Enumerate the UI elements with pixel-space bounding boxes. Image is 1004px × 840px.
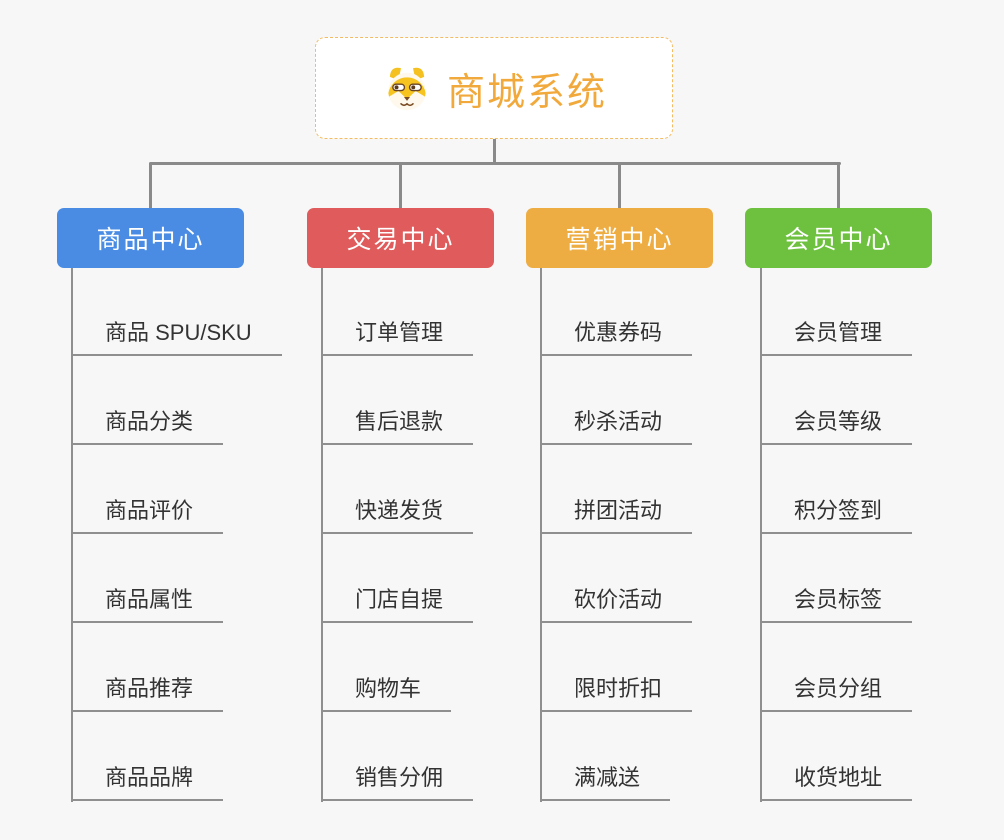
leaf-node[interactable]: 商品品牌 bbox=[71, 763, 224, 801]
branch-node-marketing[interactable]: 营销中心 bbox=[526, 208, 713, 268]
connector-stub-marketing bbox=[618, 163, 621, 208]
leaf-node[interactable]: 购物车 bbox=[321, 674, 452, 712]
leaf-node[interactable]: 优惠券码 bbox=[540, 318, 693, 356]
leaf-node[interactable]: 商品评价 bbox=[71, 496, 224, 534]
leaf-node[interactable]: 订单管理 bbox=[321, 318, 474, 356]
connector-column-member bbox=[760, 268, 762, 802]
leaf-node[interactable]: 商品分类 bbox=[71, 407, 224, 445]
branch-node-trade[interactable]: 交易中心 bbox=[307, 208, 494, 268]
leaf-node[interactable]: 会员分组 bbox=[760, 674, 913, 712]
root-title: 商城系统 bbox=[446, 71, 607, 114]
connector-column-goods bbox=[71, 268, 73, 802]
leaf-node[interactable]: 拼团活动 bbox=[540, 496, 693, 534]
leaf-node[interactable]: 砍价活动 bbox=[540, 585, 693, 623]
shiba-dog-icon bbox=[388, 67, 426, 111]
root-node[interactable]: 商城系统 bbox=[315, 37, 673, 139]
leaf-node[interactable]: 会员标签 bbox=[760, 585, 913, 623]
leaf-node[interactable]: 收货地址 bbox=[760, 763, 913, 801]
leaf-node[interactable]: 商品推荐 bbox=[71, 674, 224, 712]
connector-stub-goods bbox=[149, 163, 152, 208]
leaf-node[interactable]: 会员管理 bbox=[760, 318, 913, 356]
leaf-node[interactable]: 会员等级 bbox=[760, 407, 913, 445]
leaf-node[interactable]: 售后退款 bbox=[321, 407, 474, 445]
connector-column-marketing bbox=[540, 268, 542, 802]
leaf-node[interactable]: 限时折扣 bbox=[540, 674, 693, 712]
leaf-node[interactable]: 商品 SPU/SKU bbox=[71, 318, 282, 356]
leaf-node[interactable]: 秒杀活动 bbox=[540, 407, 693, 445]
leaf-node[interactable]: 门店自提 bbox=[321, 585, 474, 623]
leaf-node[interactable]: 销售分佣 bbox=[321, 763, 474, 801]
connector-column-trade bbox=[321, 268, 323, 802]
connector-horizontal-bus bbox=[149, 162, 841, 165]
connector-stub-member bbox=[837, 163, 840, 208]
leaf-node[interactable]: 商品属性 bbox=[71, 585, 224, 623]
leaf-node[interactable]: 积分签到 bbox=[760, 496, 913, 534]
branch-node-goods[interactable]: 商品中心 bbox=[57, 208, 244, 268]
leaf-node[interactable]: 快递发货 bbox=[321, 496, 474, 534]
leaf-node[interactable]: 满减送 bbox=[540, 763, 671, 801]
connector-stub-trade bbox=[399, 163, 402, 208]
branch-node-member[interactable]: 会员中心 bbox=[745, 208, 932, 268]
connector-root-vertical bbox=[493, 139, 496, 164]
